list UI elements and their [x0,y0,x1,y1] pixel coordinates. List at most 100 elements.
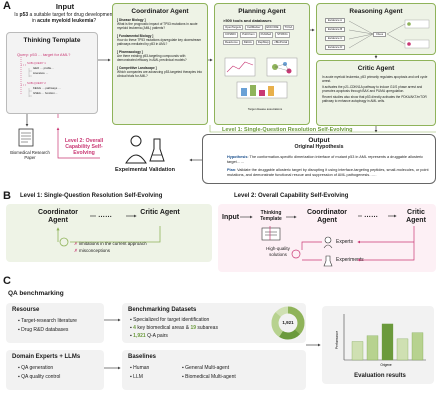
c-eval-chart: Performance Origene [335,314,426,367]
b-input: Input [222,214,240,221]
evidence-a: Evidence A [325,18,345,24]
tool-chip: cBioPortal [272,39,290,46]
scientist-lab-icon [125,135,165,164]
validation-label: Expeimental Validation [115,167,175,173]
critic-text-1: In acute myeloid leukemia, p53 primarily… [322,75,428,83]
tool-chip: OpenTargets [223,25,244,31]
c-datasets-line1: ▪ Specialized for target identification [130,317,210,323]
thinking-template-title: Thinking Template [23,37,81,44]
paper-label: Biomedical Research Paper [10,150,50,160]
b-level1-box: Coordinator Agent …… Critic Agent ✗ limi… [6,204,212,262]
input-title: Input [55,2,75,11]
panel-a-label: A [3,0,11,12]
paper-icon [18,128,34,147]
panel-c-label: C [3,275,11,287]
evidence-b: Evidence B [325,27,346,33]
subquery-1-title: SUB-QUERY 1 [27,61,46,65]
section-text: Are there existing p53-targeting compoun… [117,54,187,62]
evidence-c: Evidence C [325,36,346,42]
b-coordinator: Coordinator Agent [37,209,79,224]
plan-text: Plan: Validate the druggable allosteric … [227,168,431,177]
clues-box: Clues [373,32,387,38]
c-baseline-2: ▪ General Multi-agent [182,365,230,371]
section-text: Which companies are advancing p53-target… [117,70,203,78]
output-subtitle: Original Hypothesis [294,144,344,150]
b-dots: …… [98,212,112,219]
b-coordinator-2: Coordinator Agent [306,209,348,224]
b-hq-solutions: High-quality solutions [266,246,290,257]
subquery-2-title: SUB-QUERY 2 [27,81,46,85]
tool-chip: PubMed [258,32,274,38]
critic-box: Critic Agent In acute myeloid leukemia, … [316,60,436,126]
b-level1-title: Level 1: Single-Question Resolution Self… [20,193,163,199]
subquery-2-item-1: KEGG … pathways … [33,86,61,90]
reasoning-title: Reasoning Agent [349,8,403,15]
critic-text-2: It activates the p21-CDKN1A pathway to i… [322,85,423,93]
c-baselines-box: Baselines ▪ Human ▪ General Multi-agent … [122,350,306,390]
section-text: How do these TP53 mutations dysregulate … [117,38,202,46]
level1-label: Level 1: Single-Question Resolution Self… [222,127,353,133]
b-dots-2: …… [364,212,378,219]
c-experts-item-1: ▪ QA generation [18,365,54,371]
c-datasets-line3: ▪ 1,921 Q-A pairs [130,333,168,339]
reasoning-graph [348,19,430,49]
c-experts-title: Domain Experts + LLMs [12,354,81,360]
tool-chip: TCGA [282,25,295,31]
subquery-1-item-1: GEO … profile… [33,66,54,70]
coordinator-box: Coordinator Agent [ Disease Biology ] Wh… [112,3,208,125]
eval-ylabel: Performance [335,331,339,349]
section-head: [ Fundamental Biology ] [117,34,154,38]
b-critic: Critic Agent [140,209,180,216]
c-baseline-1: ▪ Human [130,365,150,371]
c-resource-box: Resourse ▪ Target-research literature ▪ … [6,303,104,343]
dynamics-label: Target disease associations [247,107,283,111]
c-donut-chart [271,306,305,340]
c-experts-box: Domain Experts + LLMs ▪ QA generation ▪ … [6,350,104,390]
b-experiments: Experiments [336,257,364,263]
tool-chip: KEGG [241,39,254,46]
c-datasets-line2: ▪ 4 key biomedical areas & 19 subareas [130,325,218,331]
output-box: Output Original Hypothesis Hypothesis: T… [202,134,436,184]
panel-a-arrows [25,28,436,162]
c-donut-label: 1,921 [282,320,294,325]
b-experts: Experts [336,239,353,245]
c-resource-item-2: ▪ Drug R&D databases [18,327,69,333]
c-experts-item-2: ▪ QA quality control [18,374,61,380]
plan-label: Plan [227,168,236,172]
query-text: Query: p53 … target for AML? [17,52,71,57]
planning-box: Planning Agent >500 tools and databases … [214,3,310,125]
hypothesis-label: Hypothesis [227,155,248,159]
b-level2-title: Level 2: Overall Capability Self-Evolvin… [234,193,349,199]
critic-text: In acute myeloid leukemia, p53 primarily… [322,75,432,103]
b-level2-arrows [240,204,415,267]
tools-label: >500 tools and databases [223,18,272,23]
section-head: [ Competitive Landscape ] [117,66,157,70]
input-question: Is p53 a suitable target for drug develo… [14,12,114,24]
subquery-2-item-2: GSEA … function… [33,91,58,95]
thinking-template-box: Thinking Template Query: p53 … target fo… [6,32,98,114]
tool-chip: CellMarker [245,25,263,31]
b-level1-arrows [56,204,161,247]
tool-chip: PubChem [240,32,257,38]
reasoning-box: Reasoning Agent Evidence A Evidence B Ev… [316,3,436,55]
c-eval-results-label: Evaluation results [354,373,406,379]
c-resource-item-1: ▪ Target-research literature [18,318,77,324]
tool-chip: COSMIC [223,32,239,38]
tool-chip: ENCODE [264,25,281,31]
hypothesis-text: Hypothesis: The conformation-specific di… [227,155,431,164]
eval-bar [366,335,379,361]
c-title: QA benchmarking [8,290,64,297]
critic-text-3: Recent studies also show that p53 direct… [322,95,427,103]
tool-chip: DepMap [255,39,271,46]
output-title: Output [308,137,330,144]
c-baselines-title: Baselines [128,354,157,360]
plan-body: : Validate the druggable allosteric targ… [227,168,429,177]
coordinator-sections: [ Disease Biology ] What is the prognost… [117,18,203,78]
eval-bar [351,341,364,361]
c-baseline-4: ▪ Biomedical Multi-agent [182,374,236,380]
eval-bar [396,338,409,361]
hypothesis-body: : The conformation-specific dimerization… [227,155,424,164]
level2-label: Level 2: Overall Capability Self-Evolvin… [64,138,104,157]
template-tree-lines [20,57,32,97]
panel-c-arrows [104,318,321,370]
